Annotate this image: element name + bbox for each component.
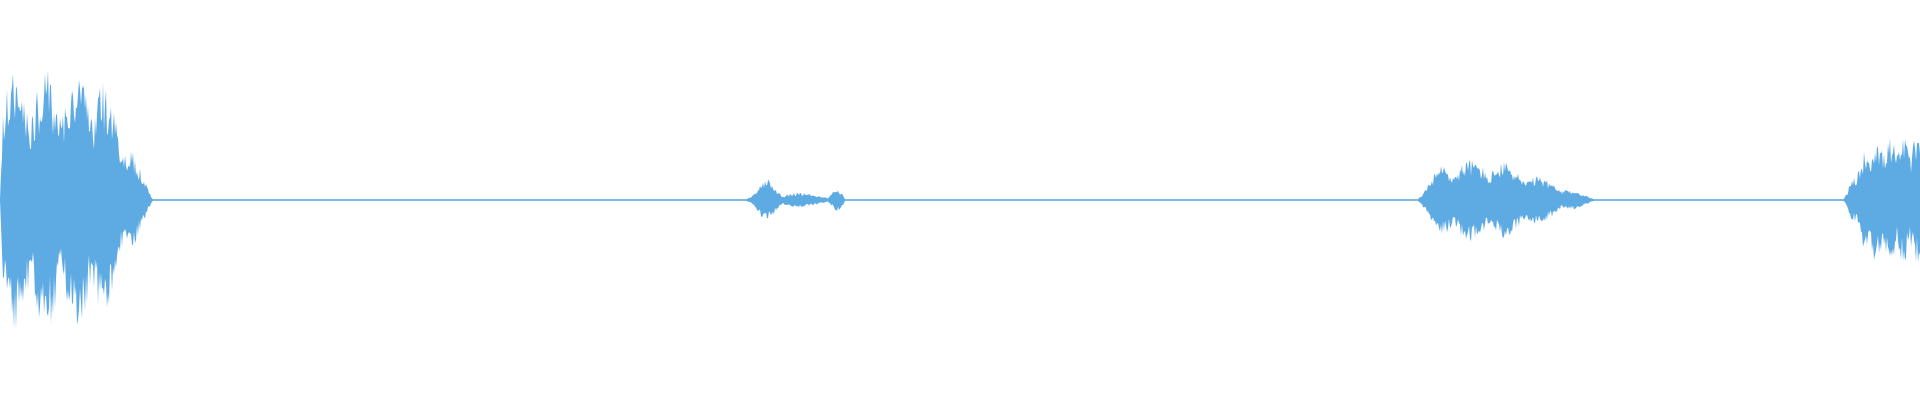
audio-waveform[interactable] bbox=[0, 0, 1920, 400]
waveform-view[interactable] bbox=[0, 0, 1920, 400]
